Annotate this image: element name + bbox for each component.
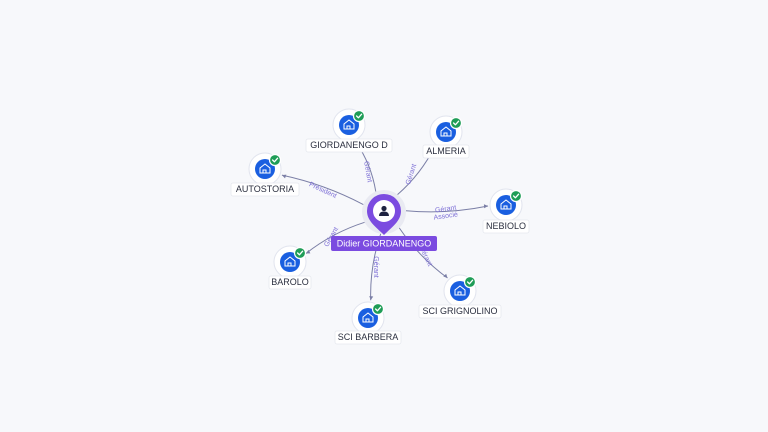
- verified-check-icon: [371, 302, 385, 316]
- verified-check-icon: [293, 246, 307, 260]
- node-core: [358, 308, 378, 328]
- edge-arrow: [443, 273, 448, 279]
- edge-sci-grignolino: Gérant: [398, 227, 448, 279]
- node-label-box: [230, 182, 300, 197]
- verified-check-icon: [509, 189, 523, 203]
- node-label-box: [305, 138, 393, 153]
- building-icon: [284, 256, 296, 267]
- edge-line: [281, 174, 364, 205]
- node-sci-barbera[interactable]: SCI BARBERA: [334, 301, 402, 345]
- node-label: GIORDANENGO D: [310, 140, 388, 150]
- verified-check-icon: [352, 109, 366, 123]
- node-label: BAROLO: [271, 277, 309, 287]
- edge-line: [398, 227, 448, 279]
- edge-line: [405, 205, 489, 213]
- edge-label: Gérant: [362, 161, 373, 183]
- node-sci-grignolino[interactable]: SCI GRIGNOLINO: [418, 274, 502, 319]
- node-core: [496, 195, 516, 215]
- center-label: Didier GIORDANENGO: [337, 239, 432, 249]
- edge-label: Gérant: [372, 256, 379, 277]
- node-label-box: [268, 275, 312, 290]
- building-icon: [454, 285, 466, 296]
- node-core: [339, 115, 359, 135]
- building-icon: [362, 312, 374, 323]
- edge-arrow: [483, 204, 489, 209]
- building-icon: [440, 126, 452, 137]
- node-label-box: [422, 144, 470, 159]
- edge-line: [305, 221, 365, 254]
- node-core: [255, 159, 275, 179]
- node-label-box: [334, 330, 402, 345]
- node-label: AUTOSTORIA: [236, 184, 294, 194]
- node-label: ALMERIA: [426, 146, 466, 156]
- edge-arrow: [281, 174, 287, 179]
- center-node[interactable]: Didier GIORDANENGO: [331, 190, 437, 251]
- node-core: [280, 252, 300, 272]
- building-icon: [343, 119, 355, 130]
- node-core: [450, 281, 470, 301]
- node-almeria[interactable]: ALMERIA: [422, 115, 470, 159]
- nodes-layer: GIORDANENGO D ALMERIA AUTOSTORIA NEBIOLO BAR…: [230, 108, 530, 345]
- building-icon: [259, 163, 271, 174]
- edge-arrow: [305, 249, 311, 254]
- node-nebiolo[interactable]: NEBIOLO: [482, 188, 530, 234]
- verified-check-icon: [449, 116, 463, 130]
- edge-label-secondary: Associé: [433, 211, 458, 221]
- edge-label: Président: [308, 181, 338, 200]
- center-label-box: [331, 236, 437, 251]
- node-core: [436, 122, 456, 142]
- edge-label: Gérant: [435, 205, 457, 215]
- node-label-box: [482, 219, 530, 234]
- node-giordanengo-d[interactable]: GIORDANENGO D: [305, 108, 393, 153]
- edge-arrow: [369, 295, 374, 301]
- building-icon: [500, 199, 512, 210]
- verified-check-icon: [268, 153, 282, 167]
- node-autostoria[interactable]: AUTOSTORIA: [230, 152, 300, 197]
- node-label-box: [418, 304, 502, 319]
- node-label: NEBIOLO: [486, 221, 526, 231]
- verified-check-icon: [463, 275, 477, 289]
- node-label: SCI GRIGNOLINO: [422, 306, 497, 316]
- node-label: SCI BARBERA: [338, 332, 399, 342]
- node-barolo[interactable]: BAROLO: [268, 245, 312, 290]
- person-icon: [379, 205, 389, 216]
